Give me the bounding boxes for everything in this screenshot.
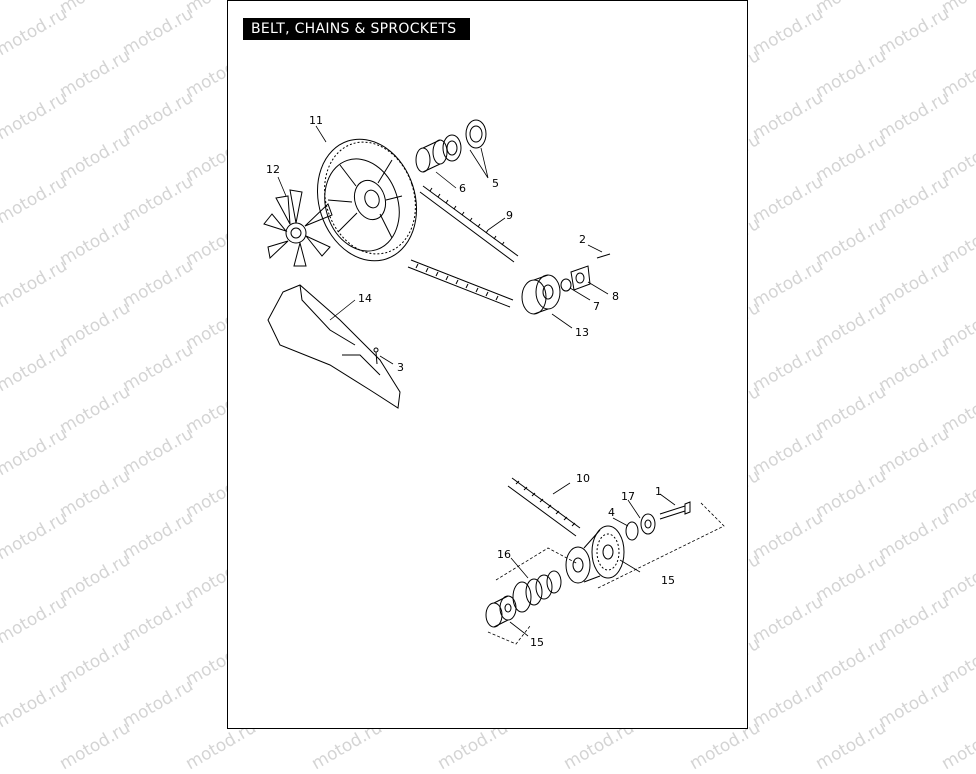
part-3-screw-illustration xyxy=(373,347,379,365)
callout-15-upper: 15 xyxy=(661,574,675,587)
part-7-8-2-illustration xyxy=(560,253,611,292)
part-10-chain-illustration xyxy=(507,477,581,537)
callout-4: 4 xyxy=(608,506,615,519)
callout-13: 13 xyxy=(575,326,589,339)
callout-labels: 11 12 6 5 9 2 8 7 13 14 3 10 1 17 4 15 1… xyxy=(266,114,675,649)
callout-7: 7 xyxy=(593,300,600,313)
callout-9: 9 xyxy=(506,209,513,222)
part-4-17-1-illustration xyxy=(625,501,691,541)
part-11-rear-sprocket-illustration xyxy=(316,138,418,262)
callout-8: 8 xyxy=(612,290,619,303)
part-15-cam-sprocket-illustration xyxy=(565,525,625,584)
callout-12: 12 xyxy=(266,163,280,176)
callout-16: 16 xyxy=(497,548,511,561)
callout-5: 5 xyxy=(492,177,499,190)
callout-6: 6 xyxy=(459,182,466,195)
part-12-fan-illustration xyxy=(263,189,333,267)
page-title: BELT, CHAINS & SPROCKETS xyxy=(243,18,470,40)
callout-3: 3 xyxy=(397,361,404,374)
callout-17: 17 xyxy=(621,490,635,503)
callout-11: 11 xyxy=(309,114,323,127)
part-5-bearings-illustration xyxy=(442,119,487,162)
callout-1: 1 xyxy=(655,485,662,498)
part-13-front-pulley-illustration xyxy=(521,274,561,315)
exploded-parts-diagram: 11 12 6 5 9 2 8 7 13 14 3 10 1 17 4 15 1… xyxy=(263,114,725,649)
part-15-pinion-gear-illustration xyxy=(485,595,517,628)
part-6-spacer-illustration xyxy=(415,139,448,173)
callout-14: 14 xyxy=(358,292,372,305)
callout-15-lower: 15 xyxy=(530,636,544,649)
part-16-spring-illustration xyxy=(512,570,562,613)
callout-10: 10 xyxy=(576,472,590,485)
assembly-brackets xyxy=(487,501,725,645)
callout-2: 2 xyxy=(579,233,586,246)
callout-leaders xyxy=(277,125,676,637)
part-9-belt-illustration xyxy=(407,185,519,308)
part-14-belt-guard-illustration xyxy=(267,284,401,409)
